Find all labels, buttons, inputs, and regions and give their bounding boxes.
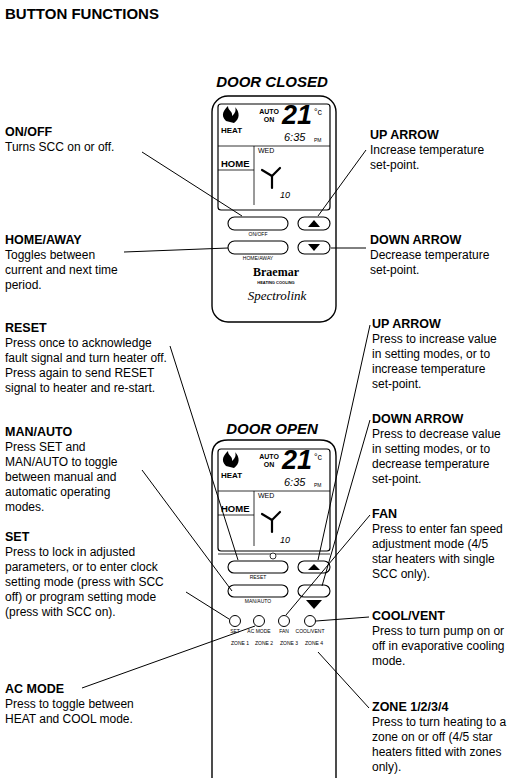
- display-temperature: 21: [282, 100, 312, 130]
- button-label: HOME/AWAY: [243, 255, 273, 261]
- callout-text: Toggles between current and next time pe…: [5, 248, 135, 293]
- display-day: WED: [258, 147, 274, 155]
- callout-heading: UP ARROW: [372, 317, 441, 332]
- homeaway-button: [228, 241, 288, 254]
- product-name: Spectrolink: [248, 288, 307, 303]
- lcd-display: [218, 104, 330, 210]
- remote-body: [212, 440, 336, 778]
- zone-label: ZONE 1: [231, 640, 249, 646]
- display-fan-speed: 10: [280, 190, 290, 200]
- down-button: [298, 241, 330, 254]
- callout-text: Press to increase value in setting modes…: [372, 332, 507, 392]
- flame-icon: [223, 451, 239, 468]
- fan-icon: [262, 168, 280, 188]
- display-time: 6:35: [284, 476, 305, 488]
- display-ampm: PM: [314, 482, 322, 488]
- display-mode: AUTO ON: [259, 453, 279, 469]
- callout-heading: MAN/AUTO: [5, 425, 72, 440]
- button-label: FAN: [279, 628, 289, 634]
- up-button: [298, 561, 330, 573]
- display-temperature: 21: [282, 445, 312, 475]
- display-mode: HEAT: [221, 471, 242, 480]
- callout-text: Press to enter fan speed adjustment mode…: [372, 522, 507, 582]
- display-period: HOME: [221, 503, 250, 514]
- callout-text: Press to toggle between HEAT and COOL mo…: [5, 697, 165, 727]
- button-label: RESET: [250, 574, 267, 580]
- callout-text: Press to decrease value in setting modes…: [372, 427, 507, 487]
- display-mode: AUTO ON: [259, 108, 279, 124]
- callout-text: Press to turn pump on or off in evaporat…: [372, 624, 507, 669]
- up-button: [298, 217, 330, 230]
- button-label: MAN/AUTO: [245, 598, 271, 604]
- callout-heading: ZONE 1/2/3/4: [372, 700, 448, 715]
- zone-label: ZONE 2: [255, 640, 273, 646]
- display-unit: °c: [314, 452, 322, 462]
- callout-text: Decrease temperature set-point.: [370, 248, 507, 278]
- display-unit: °c: [314, 107, 322, 117]
- button-label: SET: [230, 628, 240, 634]
- lcd-display: [218, 449, 330, 551]
- callout-heading: FAN: [372, 507, 397, 522]
- callout-text: Press once to acknowledge fault signal a…: [5, 336, 168, 396]
- display-time: 6:35: [284, 131, 305, 143]
- display-ampm: PM: [314, 137, 322, 143]
- callout-text: Increase temperature set-point.: [370, 143, 507, 173]
- callout-text: Press to lock in adjusted parameters, or…: [5, 545, 183, 620]
- callout-heading: DOWN ARROW: [372, 412, 463, 427]
- display-mode: HEAT: [221, 126, 242, 135]
- view-heading: DOOR OPEN: [226, 420, 318, 437]
- zone-label: ZONE 4: [305, 640, 323, 646]
- callout-heading: ON/OFF: [5, 125, 52, 140]
- fan-icon: [262, 512, 280, 532]
- callout-text: Press SET and MAN/AUTO to toggle between…: [5, 440, 140, 515]
- view-heading: DOOR CLOSED: [216, 73, 328, 90]
- onoff-button: [228, 217, 288, 230]
- display-period: HOME: [221, 158, 250, 169]
- brand-tagline: HEATING COOLING: [257, 280, 294, 285]
- zone-label: ZONE 3: [280, 640, 298, 646]
- callout-heading: DOWN ARROW: [370, 233, 461, 248]
- manauto-button: [228, 585, 288, 597]
- button-label: COOL/VENT: [296, 628, 325, 634]
- callout-heading: AC MODE: [5, 682, 64, 697]
- callout-heading: COOL/VENT: [372, 609, 445, 624]
- callout-heading: UP ARROW: [370, 128, 439, 143]
- callout-text: Press to turn heating to a zone on or of…: [372, 715, 507, 775]
- flame-icon: [223, 106, 239, 123]
- callout-heading: SET: [5, 530, 29, 545]
- reset-button: [228, 561, 288, 573]
- display-fan-speed: 10: [280, 535, 290, 545]
- brand-logo: Braemar: [253, 266, 299, 279]
- page-title: BUTTON FUNCTIONS: [5, 5, 159, 22]
- display-day: WED: [258, 492, 274, 500]
- button-label: AC MODE: [247, 628, 270, 634]
- leader-lines: [82, 150, 370, 708]
- callout-text: Turns SCC on or off.: [5, 140, 155, 155]
- button-label: ON/OFF: [249, 231, 268, 237]
- callout-heading: HOME/AWAY: [5, 233, 82, 248]
- callout-heading: RESET: [5, 321, 47, 336]
